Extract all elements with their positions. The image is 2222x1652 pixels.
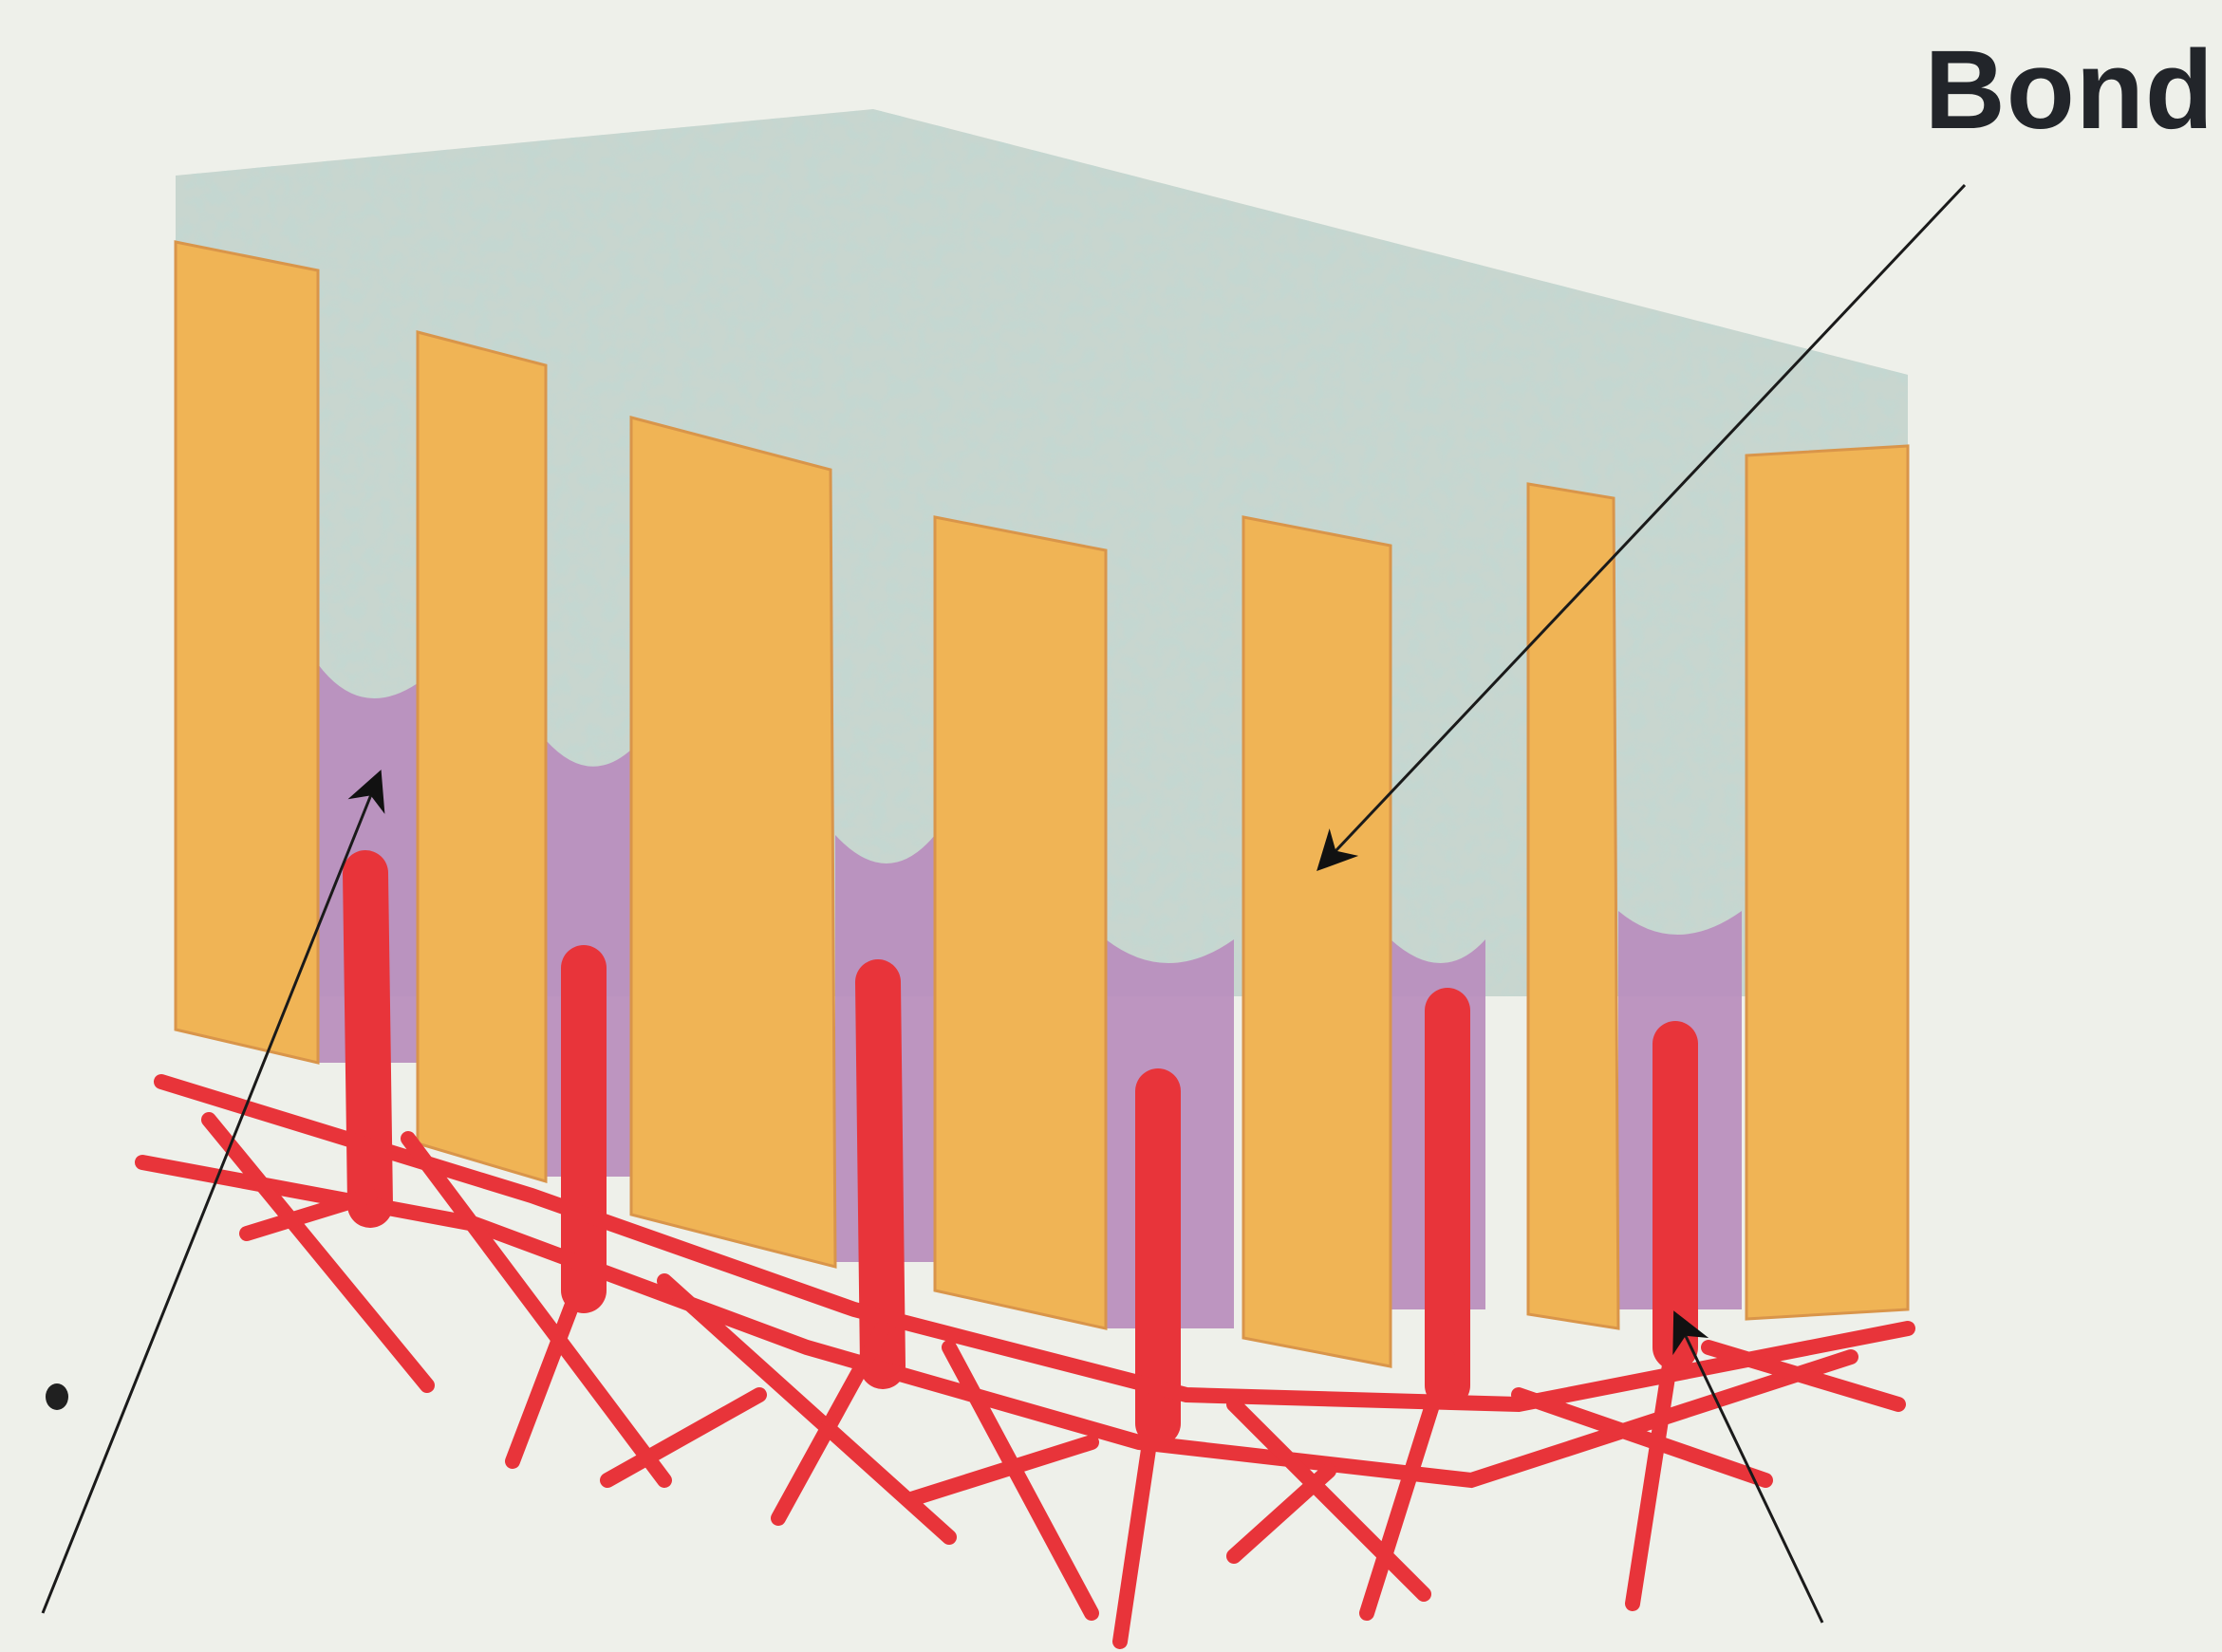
resin-root	[365, 873, 370, 1205]
dot-icon	[46, 1383, 68, 1410]
bond-label: Bond	[1925, 34, 2214, 146]
